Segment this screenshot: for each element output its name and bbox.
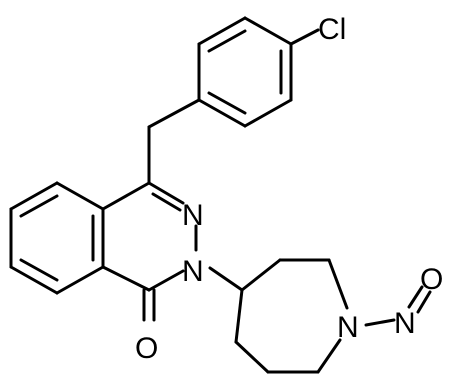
n-n-nitroso-bond	[364, 318, 396, 327]
bond	[147, 269, 185, 292]
bond	[197, 16, 247, 46]
bond	[101, 265, 151, 292]
bond	[197, 98, 247, 128]
n-o-double-bond	[407, 285, 424, 309]
bond	[240, 258, 282, 292]
nitrogen-atom-label: N	[394, 307, 416, 340]
bond	[243, 16, 293, 46]
nitrogen-atom-label: N	[337, 311, 359, 344]
fused-benzene-ring	[9, 181, 105, 295]
nitrogen-atom-label: N	[182, 255, 204, 288]
bond	[9, 181, 59, 211]
nitrogen-atom-label: N	[182, 199, 204, 232]
bond	[234, 340, 270, 374]
bond	[243, 98, 293, 128]
bond	[327, 258, 349, 310]
oxygen-atom-label: O	[420, 263, 443, 296]
azepane-ring	[234, 258, 349, 374]
bond	[55, 181, 105, 211]
double-bond-inner	[207, 29, 247, 53]
bond	[316, 338, 342, 374]
bond	[101, 181, 151, 211]
c-cl-bond	[289, 28, 320, 46]
bond	[9, 265, 59, 295]
double-bond-inner	[19, 258, 59, 282]
double-bond-inner	[19, 194, 59, 218]
bond	[234, 288, 244, 344]
chlorophenyl-ring	[197, 16, 293, 128]
n-o-double-bond	[416, 290, 432, 314]
double-bond-inner	[207, 91, 247, 115]
bond	[147, 181, 185, 205]
oxygen-atom-label: O	[135, 332, 158, 365]
n-c-bond	[208, 266, 244, 292]
benzyl-bond	[147, 98, 201, 129]
phthalazinone-ring	[101, 181, 198, 292]
chlorine-atom-label: Cl	[318, 13, 346, 46]
bond	[55, 265, 105, 295]
double-bond-inner	[151, 192, 182, 212]
